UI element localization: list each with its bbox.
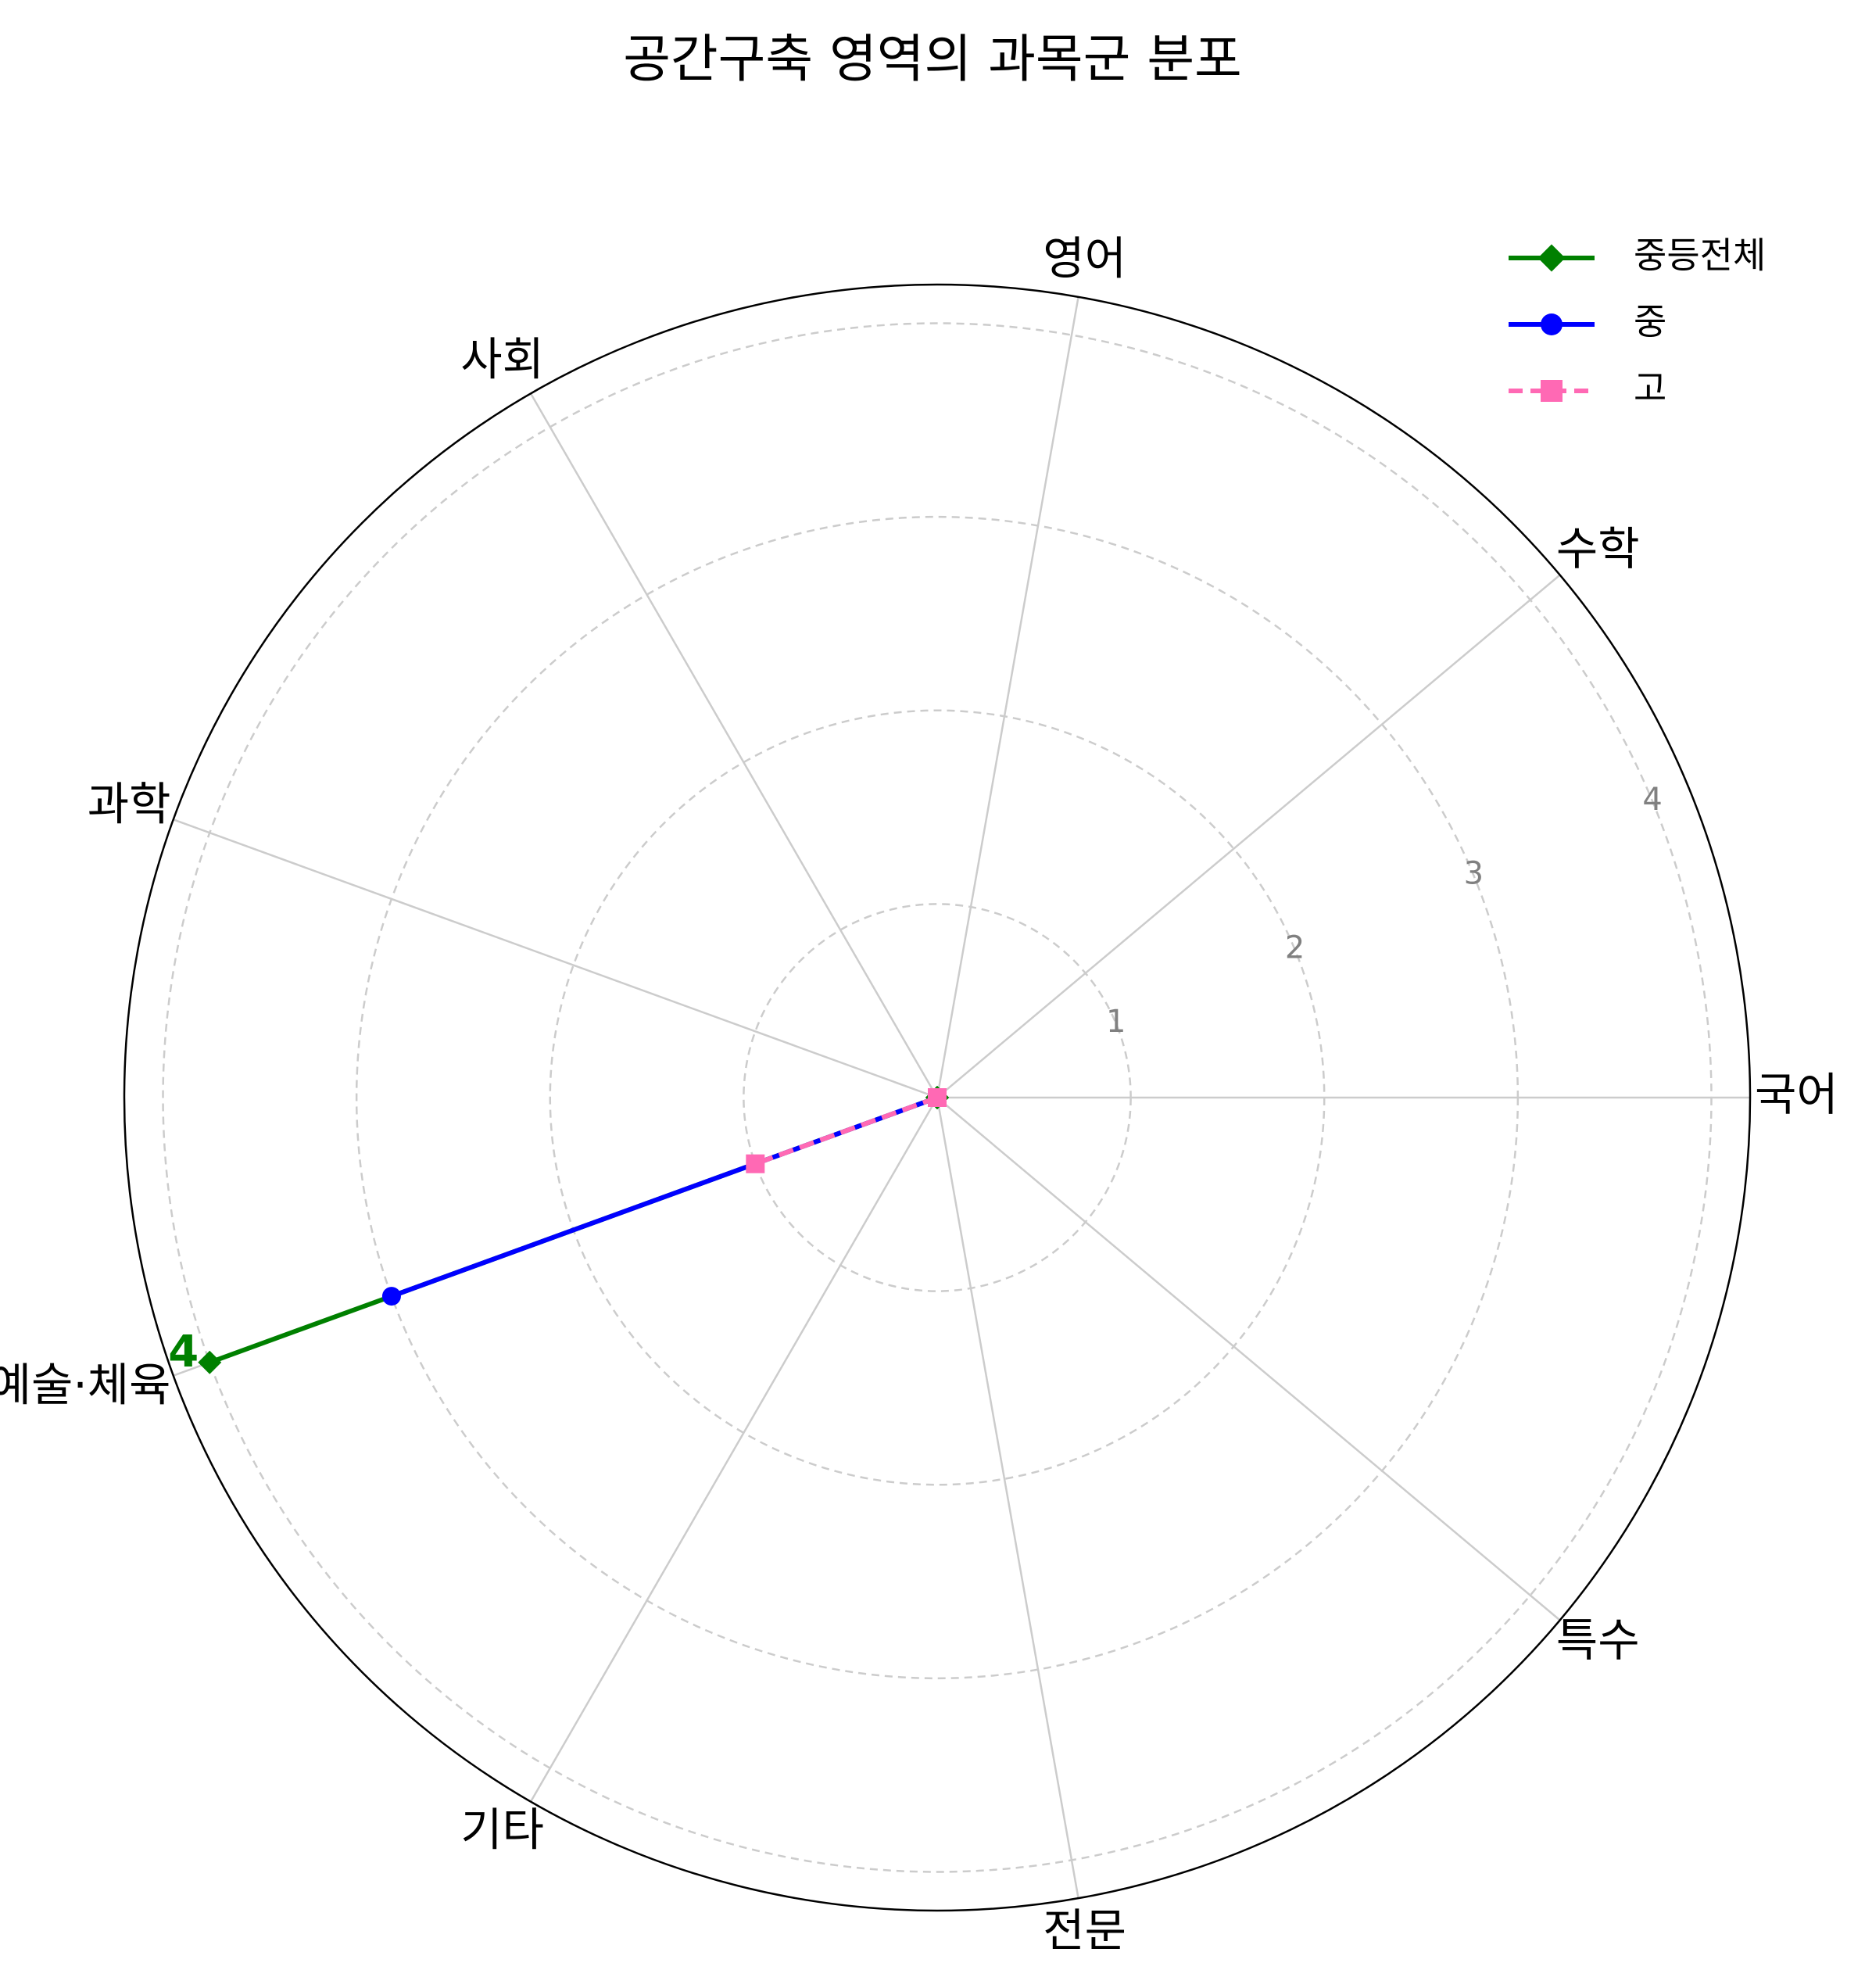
- series-0-point-5: [198, 1350, 222, 1374]
- series-layer: [198, 1086, 949, 1374]
- legend-marker-1: [1541, 313, 1563, 335]
- category-label-2: 영어: [1043, 232, 1126, 285]
- grid-layer: [123, 283, 1752, 1912]
- spoke-2: [936, 296, 1079, 1098]
- series-1: [381, 1088, 947, 1306]
- legend-marker-0: [1537, 244, 1566, 272]
- spoke-4: [173, 818, 938, 1099]
- series-2: [746, 1088, 947, 1173]
- spoke-1: [936, 574, 1561, 1098]
- legend-label-2: 고: [1634, 367, 1666, 410]
- legend-marker-2: [1541, 380, 1563, 402]
- category-label-5: 예술·체육: [0, 1359, 170, 1412]
- legend-label-0: 중등전체: [1634, 235, 1766, 277]
- outer-frame: [123, 283, 1752, 1912]
- chart-title: 공간구축 영역의 과목군 분포: [623, 29, 1242, 89]
- series-line-1: [388, 1095, 940, 1299]
- legend-item-1: 중: [1509, 301, 1666, 343]
- radial-tick-label-3: 3: [1464, 856, 1484, 892]
- legend-item-0: 중등전체: [1509, 235, 1766, 277]
- spoke-6: [529, 1097, 939, 1803]
- legend-item-2: 고: [1509, 367, 1666, 410]
- spoke-3: [529, 392, 939, 1098]
- radial-tick-label-1: 1: [1106, 1004, 1126, 1040]
- data-label-0: 4: [168, 1327, 199, 1377]
- category-label-0: 국어: [1755, 1068, 1838, 1121]
- radial-tick-label-2: 2: [1285, 930, 1305, 965]
- category-label-3: 사회: [460, 333, 544, 386]
- category-label-4: 과학: [88, 778, 171, 831]
- radial-tick-label-4: 4: [1642, 782, 1662, 818]
- series-1-point-5: [381, 1287, 401, 1306]
- spoke-8: [936, 1097, 1561, 1621]
- category-label-8: 특수: [1556, 1614, 1640, 1667]
- spoke-7: [936, 1097, 1079, 1899]
- category-label-7: 전문: [1043, 1904, 1126, 1958]
- series-line-2: [753, 1095, 940, 1166]
- series-2-point-8: [928, 1088, 947, 1107]
- legend-label-1: 중: [1634, 301, 1666, 343]
- series-2-point-5: [746, 1154, 765, 1173]
- category-label-6: 기타: [460, 1804, 544, 1857]
- category-label-1: 수학: [1556, 522, 1640, 575]
